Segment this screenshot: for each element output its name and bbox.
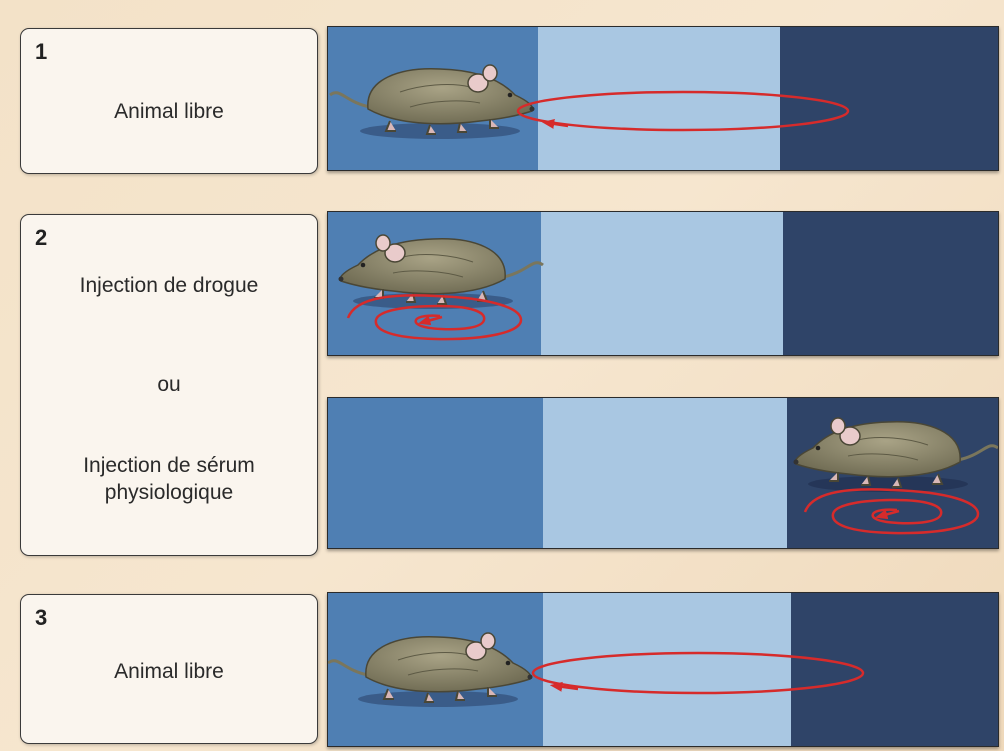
step-3-label-card: 3 Animal libre: [20, 594, 318, 744]
mouse-icon: [330, 65, 535, 139]
step-2-serum-label-line-1: Injection de sérum: [21, 453, 317, 479]
step-3-scene: [328, 593, 998, 746]
step-2-drug-label: Injection de drogue: [21, 273, 317, 299]
step-1-label-card: 1 Animal libre: [20, 28, 318, 174]
mouse-icon: [328, 633, 533, 707]
step-1-label: Animal libre: [21, 99, 317, 125]
step-2-or-label: ou: [21, 372, 317, 398]
step-1-scene: [328, 27, 998, 170]
loop-path-arrow-icon: [533, 653, 863, 693]
loop-path-arrow-icon: [518, 92, 848, 130]
step-2-serum-scene: [328, 398, 998, 548]
step-2-label-card: 2 Injection de drogue ou Injection de sé…: [20, 214, 318, 556]
step-2-drug-scene: [328, 212, 998, 355]
step-1-apparatus: [327, 26, 999, 171]
step-3-number: 3: [35, 605, 47, 631]
step-2-drug-apparatus: [327, 211, 999, 356]
step-3-label: Animal libre: [21, 659, 317, 685]
mouse-icon: [794, 418, 999, 492]
spiral-path-arrow-icon: [805, 489, 978, 533]
step-2-serum-apparatus: [327, 397, 999, 549]
step-1-number: 1: [35, 39, 47, 65]
step-3-apparatus: [327, 592, 999, 747]
mouse-icon: [339, 235, 544, 309]
step-2-number: 2: [35, 225, 47, 251]
step-2-serum-label-line-2: physiologique: [21, 480, 317, 506]
